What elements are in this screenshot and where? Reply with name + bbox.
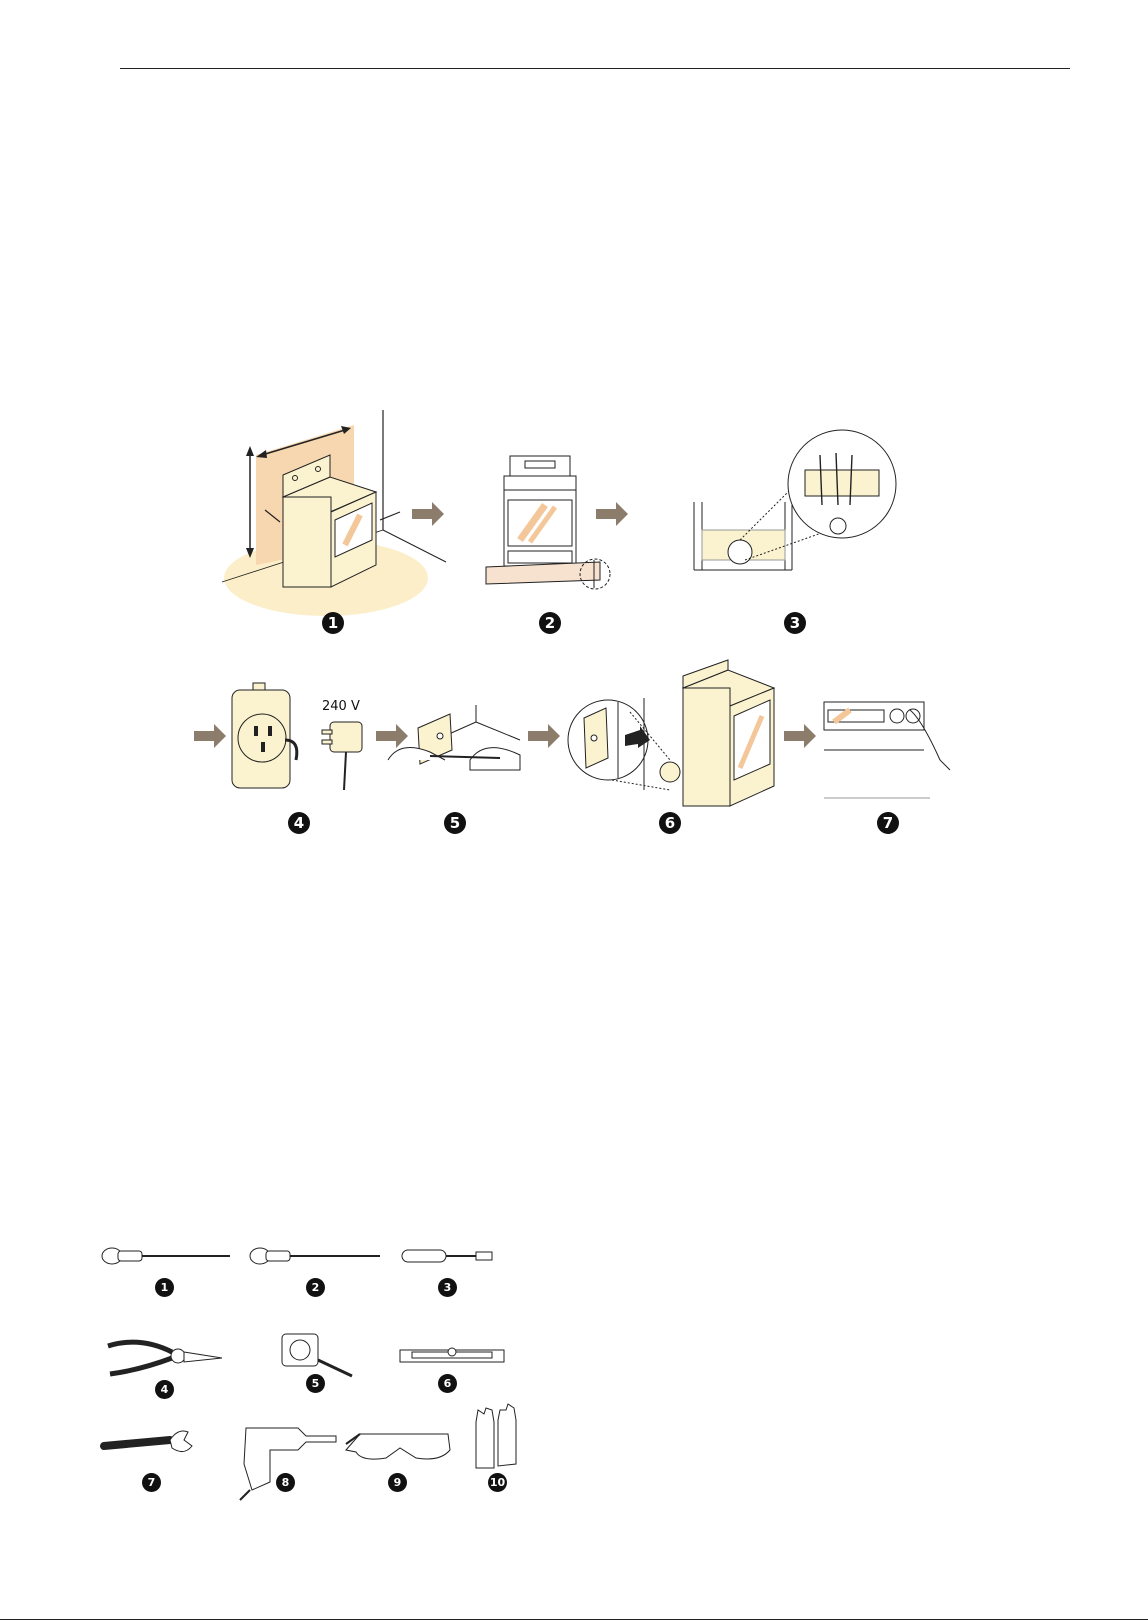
tool-number: 7 (142, 1473, 161, 1492)
tool-number: 10 (488, 1473, 507, 1492)
tool-number: 9 (388, 1473, 407, 1492)
tool-number: 8 (276, 1473, 295, 1492)
